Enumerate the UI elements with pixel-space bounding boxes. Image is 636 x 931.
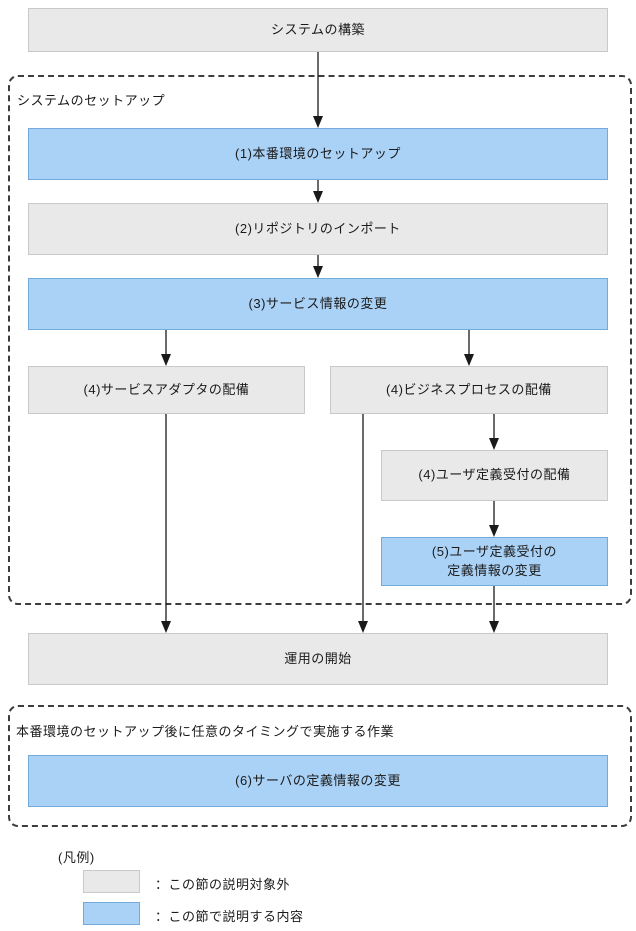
node-step1-production-setup: (1)本番環境のセットアップ bbox=[28, 128, 608, 180]
node-label: (4)サービスアダプタの配備 bbox=[83, 381, 250, 397]
setup-group-frame bbox=[8, 75, 632, 605]
legend-swatch-highlight bbox=[83, 902, 140, 925]
node-label: 運用の開始 bbox=[284, 650, 352, 666]
anytime-group-title: 本番環境のセットアップ後に任意のタイミングで実施する作業 bbox=[16, 724, 395, 739]
node-label: (6)サーバの定義情報の変更 bbox=[235, 772, 401, 788]
node-label: (3)サービス情報の変更 bbox=[248, 295, 388, 311]
arrow-down-icon bbox=[161, 621, 171, 633]
node-system-build: システムの構築 bbox=[28, 8, 608, 52]
node-label: システムの構築 bbox=[270, 21, 366, 37]
node-step6-server-def-change: (6)サーバの定義情報の変更 bbox=[28, 755, 608, 807]
node-step4-business-process-deploy: (4)ビジネスプロセスの配備 bbox=[330, 366, 608, 414]
node-label: (1)本番環境のセットアップ bbox=[235, 145, 401, 161]
node-label: (4)ビジネスプロセスの配備 bbox=[386, 381, 552, 397]
node-label: (4)ユーザ定義受付の配備 bbox=[418, 467, 571, 483]
setup-group-title: システムのセットアップ bbox=[17, 93, 166, 108]
legend-label-highlight: ：この節で説明する内容 bbox=[155, 909, 304, 924]
node-label-line1: (5)ユーザ定義受付の bbox=[431, 543, 558, 559]
legend-title: (凡例) bbox=[58, 850, 95, 865]
node-step4-service-adapter-deploy: (4)サービスアダプタの配備 bbox=[28, 366, 305, 414]
anytime-group-frame bbox=[8, 705, 632, 827]
node-label: (2)リポジトリのインポート bbox=[235, 220, 401, 236]
arrow-down-icon bbox=[489, 621, 499, 633]
node-operation-start: 運用の開始 bbox=[28, 633, 608, 685]
arrow-down-icon bbox=[358, 621, 368, 633]
node-step4-user-reception-deploy: (4)ユーザ定義受付の配備 bbox=[381, 450, 608, 501]
node-step3-service-info-change: (3)サービス情報の変更 bbox=[28, 278, 608, 330]
legend-swatch-excluded bbox=[83, 870, 140, 893]
legend-label-excluded: ：この節の説明対象外 bbox=[155, 877, 291, 892]
node-step5-user-reception-def-change: (5)ユーザ定義受付の 定義情報の変更 bbox=[381, 537, 608, 586]
node-step2-repository-import: (2)リポジトリのインポート bbox=[28, 203, 608, 255]
node-label-line2: 定義情報の変更 bbox=[447, 562, 542, 578]
